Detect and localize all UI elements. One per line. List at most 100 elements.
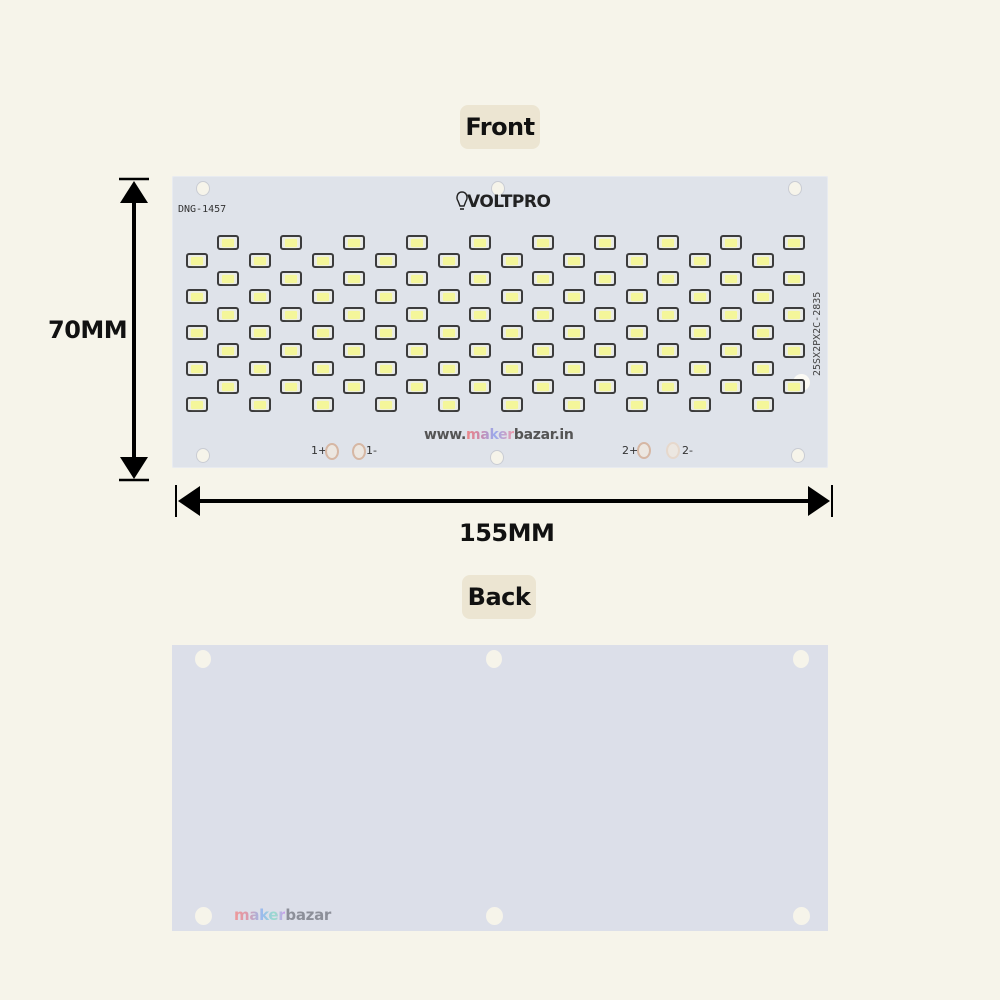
mount-hole: [791, 448, 805, 463]
led-chip: [657, 271, 679, 286]
board-spec-code: 25SX2PX2C-2835: [812, 291, 823, 376]
mount-hole: [788, 181, 802, 196]
model-code: DNG-1457: [178, 204, 227, 215]
led-chip: [783, 235, 805, 250]
mount-hole: [793, 907, 810, 925]
led-chip: [594, 235, 616, 250]
led-chip: [186, 361, 208, 376]
height-dimension-arrow: [119, 177, 149, 482]
led-chip: [217, 379, 239, 394]
led-chip: [689, 289, 711, 304]
led-chip: [186, 289, 208, 304]
led-chip: [752, 397, 774, 412]
led-chip: [783, 379, 805, 394]
led-chip: [532, 271, 554, 286]
makerbazar-watermark: makerbazar: [234, 906, 331, 924]
led-chip: [249, 397, 271, 412]
led-chip: [249, 253, 271, 268]
led-chip: [657, 379, 679, 394]
led-chip: [594, 271, 616, 286]
led-chip: [375, 397, 397, 412]
led-chip: [438, 253, 460, 268]
led-chip: [626, 325, 648, 340]
led-chip: [312, 253, 334, 268]
mount-hole: [793, 650, 809, 668]
watermark-maker: maker: [234, 906, 286, 924]
led-chip: [217, 307, 239, 322]
led-chip: [312, 325, 334, 340]
led-chip: [406, 235, 428, 250]
led-chip: [720, 235, 742, 250]
led-chip: [752, 361, 774, 376]
led-chip: [343, 271, 365, 286]
width-label: 155MM: [459, 519, 555, 547]
mount-hole: [486, 650, 502, 668]
led-chip: [469, 271, 491, 286]
led-chip: [469, 379, 491, 394]
led-chip: [406, 343, 428, 358]
pad-label: 2+: [622, 444, 639, 457]
led-chip: [594, 343, 616, 358]
solder-pad: [325, 443, 339, 460]
led-chip: [501, 253, 523, 268]
width-dimension-arrow: [175, 485, 833, 517]
led-chip: [375, 325, 397, 340]
led-chip: [217, 271, 239, 286]
led-chip: [783, 307, 805, 322]
solder-pad: [637, 442, 651, 459]
brand-logo: VOLTPRO: [455, 191, 551, 212]
led-chip: [532, 379, 554, 394]
mount-hole: [491, 181, 505, 196]
led-chip: [186, 253, 208, 268]
led-chip: [594, 307, 616, 322]
mount-hole: [195, 650, 211, 668]
front-label: Front: [460, 105, 540, 149]
led-chip: [752, 325, 774, 340]
led-chip: [217, 235, 239, 250]
led-chip: [752, 289, 774, 304]
website-brand-maker: maker: [466, 427, 514, 443]
led-chip: [532, 343, 554, 358]
led-chip: [312, 361, 334, 376]
led-chip: [343, 343, 365, 358]
brand-name: VOLTPRO: [467, 192, 551, 212]
led-chip: [626, 289, 648, 304]
led-chip: [406, 307, 428, 322]
led-chip: [689, 325, 711, 340]
led-chip: [217, 343, 239, 358]
led-chip: [375, 253, 397, 268]
led-chip: [626, 253, 648, 268]
led-chip: [720, 307, 742, 322]
led-chip: [280, 379, 302, 394]
led-chip: [563, 397, 585, 412]
led-chip: [249, 325, 271, 340]
led-chip: [249, 289, 271, 304]
led-chip: [343, 235, 365, 250]
led-chip: [469, 307, 491, 322]
led-chip: [689, 361, 711, 376]
led-chip: [375, 361, 397, 376]
mount-hole: [490, 450, 504, 465]
led-chip: [280, 235, 302, 250]
height-label: 70MM: [48, 316, 128, 344]
led-chip: [657, 235, 679, 250]
led-chip: [720, 271, 742, 286]
led-chip: [752, 253, 774, 268]
led-chip: [280, 343, 302, 358]
front-board: DNG-1457: [172, 176, 828, 468]
led-chip: [406, 379, 428, 394]
watermark-bazar: bazar: [285, 906, 332, 924]
led-chip: [783, 271, 805, 286]
mount-hole: [195, 907, 212, 925]
led-chip: [657, 343, 679, 358]
led-chip: [280, 307, 302, 322]
led-chip: [438, 289, 460, 304]
led-chip: [186, 325, 208, 340]
led-chip: [657, 307, 679, 322]
mount-hole: [196, 181, 210, 196]
led-chip: [563, 325, 585, 340]
led-chip: [375, 289, 397, 304]
led-chip: [312, 397, 334, 412]
led-chip: [501, 397, 523, 412]
led-chip: [438, 361, 460, 376]
